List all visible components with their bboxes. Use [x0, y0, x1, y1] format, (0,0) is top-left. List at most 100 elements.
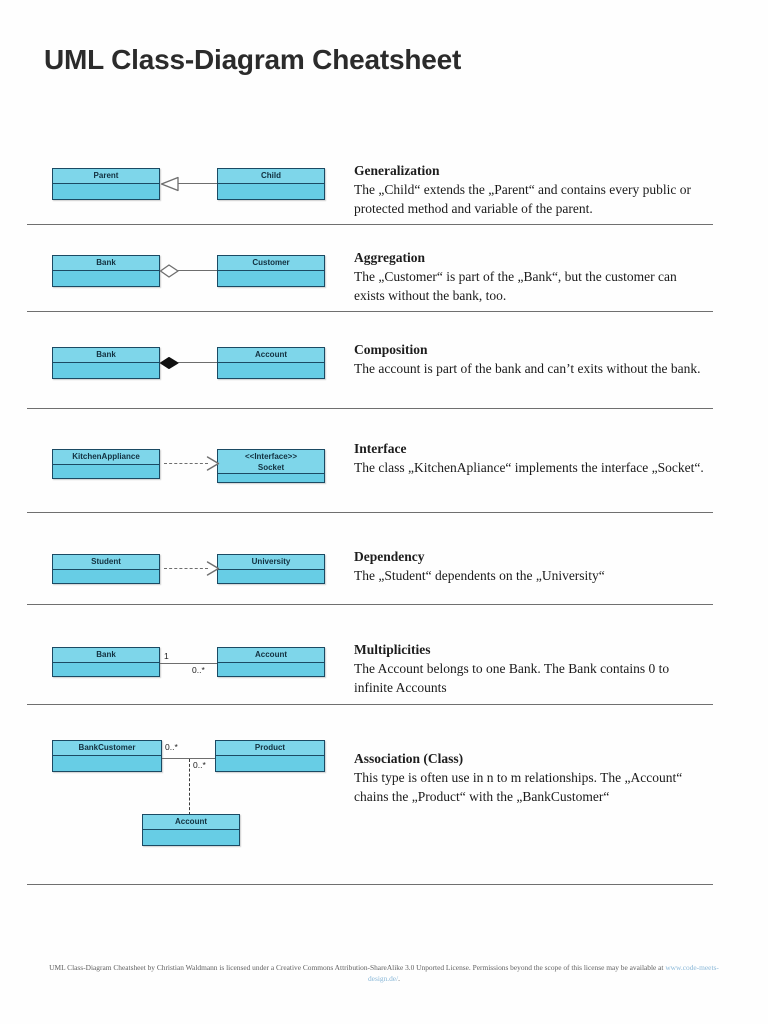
section-separator — [27, 408, 713, 409]
section-composition: Bank Account Composition The account is … — [0, 341, 768, 403]
description-body: The Account belongs to one Bank. The Ban… — [354, 661, 670, 695]
open-arrowhead-icon — [206, 561, 220, 576]
class-name-bank: Bank — [53, 648, 159, 663]
footer-license: UML Class-Diagram Cheatsheet by Christia… — [44, 962, 724, 984]
section-aggregation: Bank Customer Aggregation The „Customer“… — [0, 249, 768, 311]
class-box-university: University — [217, 554, 325, 584]
open-arrowhead-icon — [206, 456, 220, 471]
diagram-dependency: Student University — [0, 548, 340, 610]
class-body-child — [218, 184, 324, 199]
class-body-student — [53, 570, 159, 583]
class-body-account — [143, 830, 239, 845]
diagram-composition: Bank Account — [0, 341, 340, 403]
license-link[interactable]: www.code-meets-design.de/ — [367, 963, 719, 983]
section-generalization: Parent Child Generalization The „Child“ … — [0, 162, 768, 224]
class-box-product: Product — [215, 740, 325, 772]
description-title: Composition — [354, 342, 428, 357]
class-name-account: Account — [143, 815, 239, 830]
class-box-bankcustomer: BankCustomer — [52, 740, 162, 772]
class-name-bank: Bank — [53, 256, 159, 271]
class-header-socket: <<Interface>> Socket — [218, 450, 324, 474]
license-text-after-link: . — [398, 974, 401, 983]
multiplicity-label-left: 1 — [164, 651, 169, 661]
class-box-account: Account — [217, 647, 325, 677]
description-composition: Composition The account is part of the b… — [354, 341, 704, 379]
diagram-interface: KitchenAppliance <<Interface>> Socket — [0, 440, 340, 510]
description-association-class: Association (Class) This type is often u… — [354, 750, 704, 806]
section-dependency: Student University Dependency The „Stude… — [0, 548, 768, 610]
section-interface: KitchenAppliance <<Interface>> Socket In… — [0, 440, 768, 510]
description-aggregation: Aggregation The „Customer“ is part of th… — [354, 249, 704, 305]
class-body-bank — [53, 663, 159, 676]
class-body-kitchenappliance — [53, 465, 159, 478]
description-body: This type is often use in n to m relatio… — [354, 770, 683, 804]
class-name-student: Student — [53, 555, 159, 570]
section-multiplicities: Bank Account 1 0..* Multiplicities The A… — [0, 641, 768, 703]
class-body-customer — [218, 271, 324, 286]
description-body: The account is part of the bank and can’… — [354, 361, 701, 376]
page-title: UML Class-Diagram Cheatsheet — [44, 44, 462, 75]
diagram-multiplicities: Bank Account 1 0..* — [0, 641, 340, 703]
description-title: Dependency — [354, 549, 425, 564]
description-body: The „Child“ extends the „Parent“ and con… — [354, 182, 692, 216]
section-separator — [27, 704, 713, 705]
class-box-customer: Customer — [217, 255, 325, 287]
class-box-account: Account — [217, 347, 325, 379]
connector-line-aggregation — [178, 270, 217, 272]
description-title: Multiplicities — [354, 642, 431, 657]
section-separator — [27, 224, 713, 225]
description-title: Interface — [354, 441, 407, 456]
description-body: The „Customer“ is part of the „Bank“, bu… — [354, 269, 677, 303]
class-name-kitchenappliance: KitchenAppliance — [53, 450, 159, 465]
class-body-university — [218, 570, 324, 583]
class-name-university: University — [218, 555, 324, 570]
class-box-account-association: Account — [142, 814, 240, 846]
class-body-product — [216, 756, 324, 771]
class-box-socket-interface: <<Interface>> Socket — [217, 449, 325, 483]
class-name-product: Product — [216, 741, 324, 756]
diagram-aggregation: Bank Customer — [0, 249, 340, 311]
hollow-triangle-arrowhead-icon — [160, 176, 179, 192]
class-name-account: Account — [218, 348, 324, 363]
section-separator — [27, 512, 713, 513]
class-body-account — [218, 663, 324, 676]
class-name-customer: Customer — [218, 256, 324, 271]
connector-dashed-association-class — [189, 759, 190, 815]
diagram-generalization: Parent Child — [0, 162, 340, 224]
class-box-bank: Bank — [52, 347, 160, 379]
description-body: The „Student“ dependents on the „Univers… — [354, 568, 605, 583]
hollow-diamond-arrowhead-icon — [159, 264, 179, 278]
connector-line-association — [162, 758, 215, 760]
class-box-child: Child — [217, 168, 325, 200]
description-title: Aggregation — [354, 250, 425, 265]
section-separator — [27, 311, 713, 312]
section-association-class: BankCustomer Product 0..* 0..* Account A… — [0, 734, 768, 859]
class-body-account — [218, 363, 324, 378]
class-box-student: Student — [52, 554, 160, 584]
description-multiplicities: Multiplicities The Account belongs to on… — [354, 641, 704, 697]
class-body-socket — [218, 474, 324, 482]
description-title: Association (Class) — [354, 751, 464, 766]
class-body-bankcustomer — [53, 756, 161, 771]
stereotype-label: <<Interface>> — [244, 452, 298, 461]
class-box-bank: Bank — [52, 255, 160, 287]
class-box-parent: Parent — [52, 168, 160, 200]
section-separator — [27, 604, 713, 605]
description-dependency: Dependency The „Student“ dependents on t… — [354, 548, 704, 586]
description-interface: Interface The class „KitchenApliance“ im… — [354, 440, 704, 478]
connector-dashed-interface — [164, 463, 208, 464]
multiplicity-label-right: 0..* — [192, 665, 205, 675]
connector-line-generalization — [178, 183, 217, 185]
description-generalization: Generalization The „Child“ extends the „… — [354, 162, 704, 218]
connector-dashed-dependency — [164, 568, 208, 569]
diagram-association-class: BankCustomer Product 0..* 0..* Account — [0, 734, 340, 859]
class-box-bank: Bank — [52, 647, 160, 677]
filled-diamond-arrowhead-icon — [159, 356, 179, 370]
class-name-parent: Parent — [53, 169, 159, 184]
license-text-before-link: UML Class-Diagram Cheatsheet by Christia… — [49, 963, 666, 972]
class-name-account: Account — [218, 648, 324, 663]
description-title: Generalization — [354, 163, 440, 178]
class-body-bank — [53, 271, 159, 286]
connector-line-multiplicities — [160, 663, 217, 665]
class-body-bank — [53, 363, 159, 378]
